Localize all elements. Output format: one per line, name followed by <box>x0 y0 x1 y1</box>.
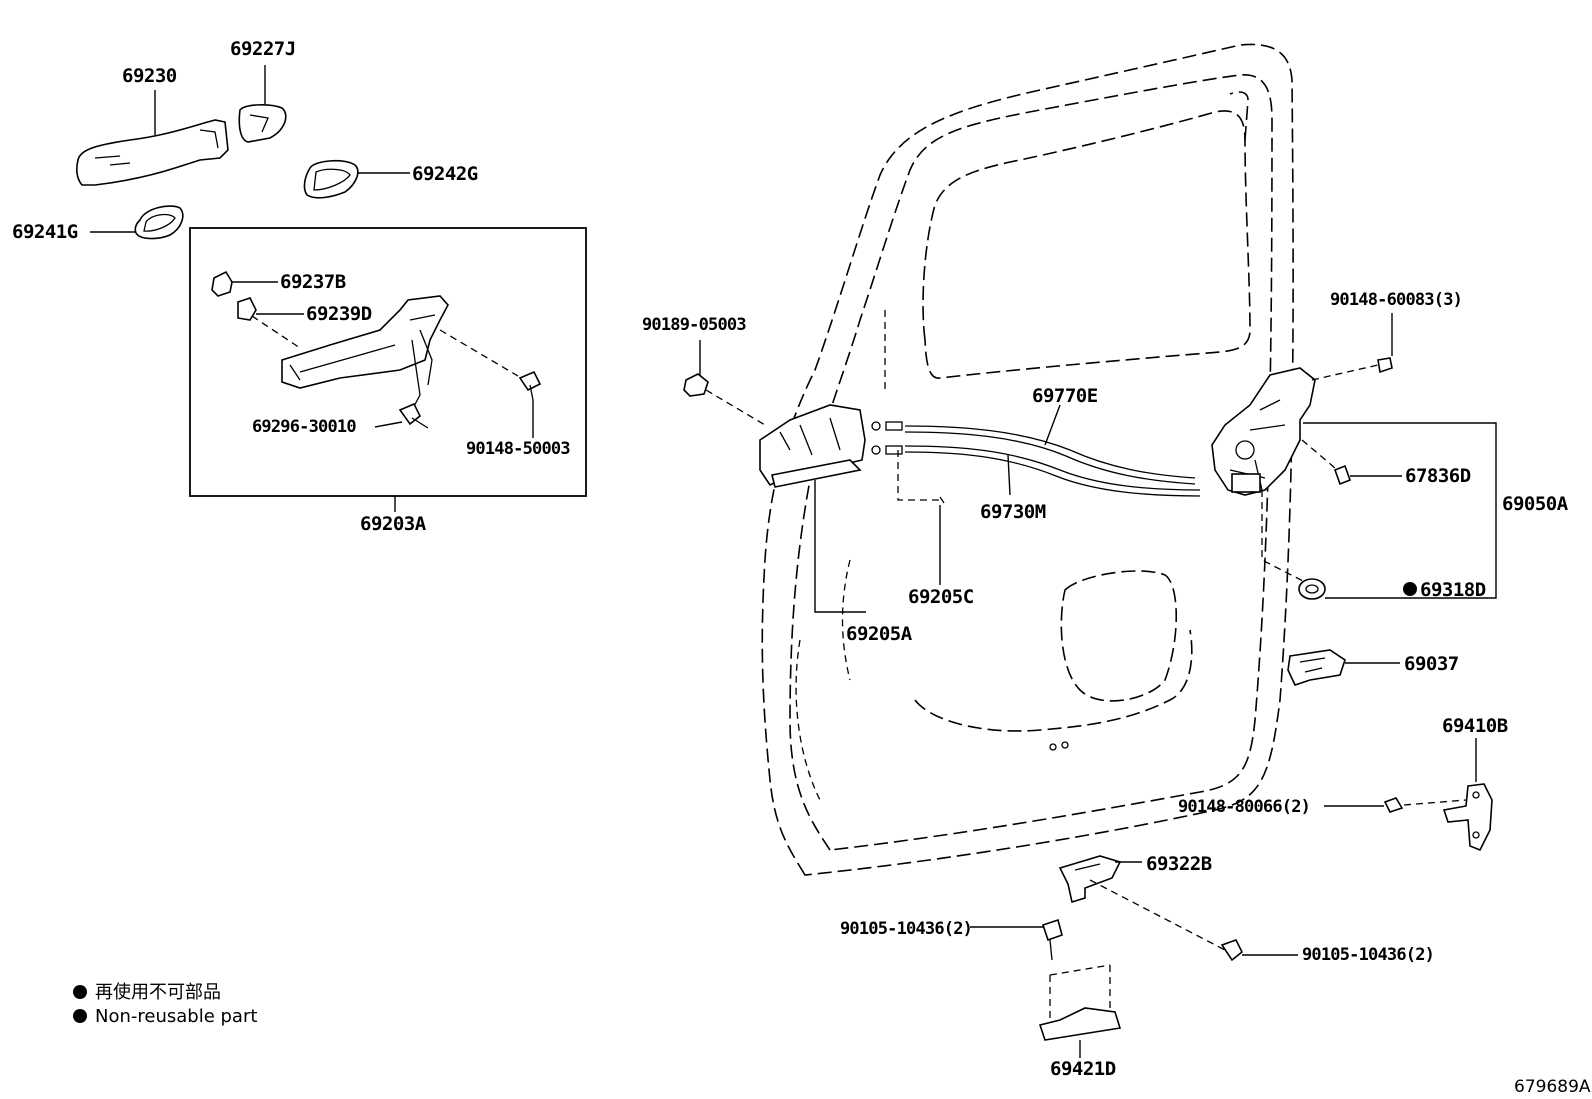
washer-69318D <box>1298 578 1326 600</box>
pad-69241G <box>134 205 184 240</box>
figure-reference: 679689A <box>1514 1077 1591 1097</box>
label-69227J: 69227J <box>230 38 296 60</box>
label-69318D: 69318D <box>1420 579 1486 601</box>
label-69410B: 69410B <box>1442 715 1508 737</box>
legend: 再使用不可部品 Non-reusable part <box>73 982 257 1027</box>
pad-69242G <box>303 159 359 199</box>
label-69050A: 69050A <box>1502 493 1569 515</box>
label-90105-10436-left: 90105-10436(2) <box>840 919 972 939</box>
label-90148-50003: 90148-50003 <box>466 439 570 459</box>
label-69296-30010: 69296-30010 <box>252 417 356 437</box>
label-90148-80066: 90148-80066(2) <box>1178 797 1310 817</box>
legend-dot-1 <box>73 985 87 999</box>
door-panel <box>761 43 1294 876</box>
legend-text-en: Non-reusable part <box>95 1006 257 1027</box>
outside-handle-69230 <box>76 119 229 186</box>
label-69205A: 69205A <box>846 623 913 645</box>
bracket-69322B <box>1041 855 1244 962</box>
non-reusable-dot <box>1403 582 1417 596</box>
label-69730M: 69730M <box>980 501 1046 523</box>
leader-lines <box>90 65 1497 1058</box>
bracket-69421D <box>1038 964 1122 1041</box>
label-69421D: 69421D <box>1050 1058 1116 1080</box>
label-69237B: 69237B <box>280 271 346 293</box>
label-67836D: 67836D <box>1405 465 1471 487</box>
label-69322B: 69322B <box>1146 853 1212 875</box>
part-69037 <box>1287 649 1346 686</box>
assembly-box-69203A <box>189 227 587 497</box>
label-69770E: 69770E <box>1032 385 1098 407</box>
part-67836D <box>1301 439 1352 486</box>
label-69241G: 69241G <box>12 221 78 243</box>
label-90105-10436-right: 90105-10436(2) <box>1302 945 1434 965</box>
striker-69410B <box>1383 783 1493 852</box>
label-69203A: 69203A <box>360 513 427 535</box>
label-69242G: 69242G <box>412 163 478 185</box>
label-90148-60083: 90148-60083(3) <box>1330 290 1462 310</box>
part-labels: 69230 69227J 69242G 69241G 69237B 69239D… <box>12 38 1569 1080</box>
legend-dot-2 <box>73 1009 87 1023</box>
door-lock-69050A <box>1211 357 1393 583</box>
inside-handle <box>759 404 866 488</box>
label-69230: 69230 <box>122 65 177 87</box>
label-69239D: 69239D <box>306 303 372 325</box>
label-69205C: 69205C <box>908 586 974 608</box>
clip-90189 <box>683 373 766 426</box>
label-90189-05003: 90189-05003 <box>642 315 746 335</box>
legend-text-ja: 再使用不可部品 <box>95 982 221 1003</box>
handle-cover-69227J <box>238 104 287 143</box>
cables <box>871 421 1201 504</box>
label-69037: 69037 <box>1404 653 1459 675</box>
